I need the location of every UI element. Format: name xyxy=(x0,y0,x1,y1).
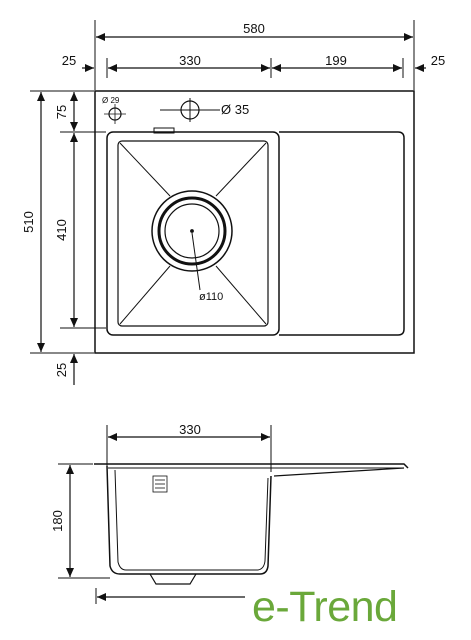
dim-drainboard-width: 199 xyxy=(325,53,347,68)
side-bowl-inner-wall xyxy=(114,469,269,571)
dim-bottom-margin: 25 xyxy=(54,363,69,377)
dim-bowl-height: 410 xyxy=(54,219,69,241)
top-view xyxy=(30,20,426,385)
side-view xyxy=(58,425,409,604)
drain-outer-ring xyxy=(151,190,233,272)
bowl-slope-line-top-right xyxy=(215,142,267,197)
drain-hole-label: ø110 xyxy=(199,291,223,303)
side-dim-bowl-width: 330 xyxy=(179,422,201,437)
dim-overall-height: 510 xyxy=(21,211,36,233)
side-overflow-slot xyxy=(152,475,168,493)
drain-inner-ring xyxy=(164,203,220,259)
bowl-outer-outline xyxy=(106,131,280,336)
drainboard-outline xyxy=(279,131,405,336)
dim-left-margin: 25 xyxy=(62,53,76,68)
dim-bowl-width: 330 xyxy=(179,53,201,68)
dim-top-margin: 75 xyxy=(54,105,69,119)
dim-right-margin: 25 xyxy=(431,53,445,68)
bowl-slope-line-top-left xyxy=(119,142,171,197)
side-bowl-outer-wall xyxy=(106,465,272,575)
sink-outer-outline xyxy=(94,90,415,354)
bowl-slope-line-bottom-left xyxy=(119,265,171,325)
faucet-hole-label: Ø 35 xyxy=(221,102,249,117)
side-rim-line xyxy=(94,463,409,469)
drain-center-dot xyxy=(190,229,194,233)
drain-middle-ring xyxy=(157,196,227,266)
side-drainboard-slope xyxy=(273,467,405,477)
side-drain-base xyxy=(149,573,197,585)
bowl-inner-outline xyxy=(117,140,269,327)
drain-leader-line xyxy=(191,232,201,291)
side-dim-depth: 180 xyxy=(50,510,65,532)
overflow-slot xyxy=(153,127,175,134)
dim-overall-width: 580 xyxy=(243,21,265,36)
small-hole-label: Ø 29 xyxy=(102,96,120,105)
brand-logo: e-Trend xyxy=(252,583,397,631)
bowl-slope-line-bottom-right xyxy=(215,265,267,325)
